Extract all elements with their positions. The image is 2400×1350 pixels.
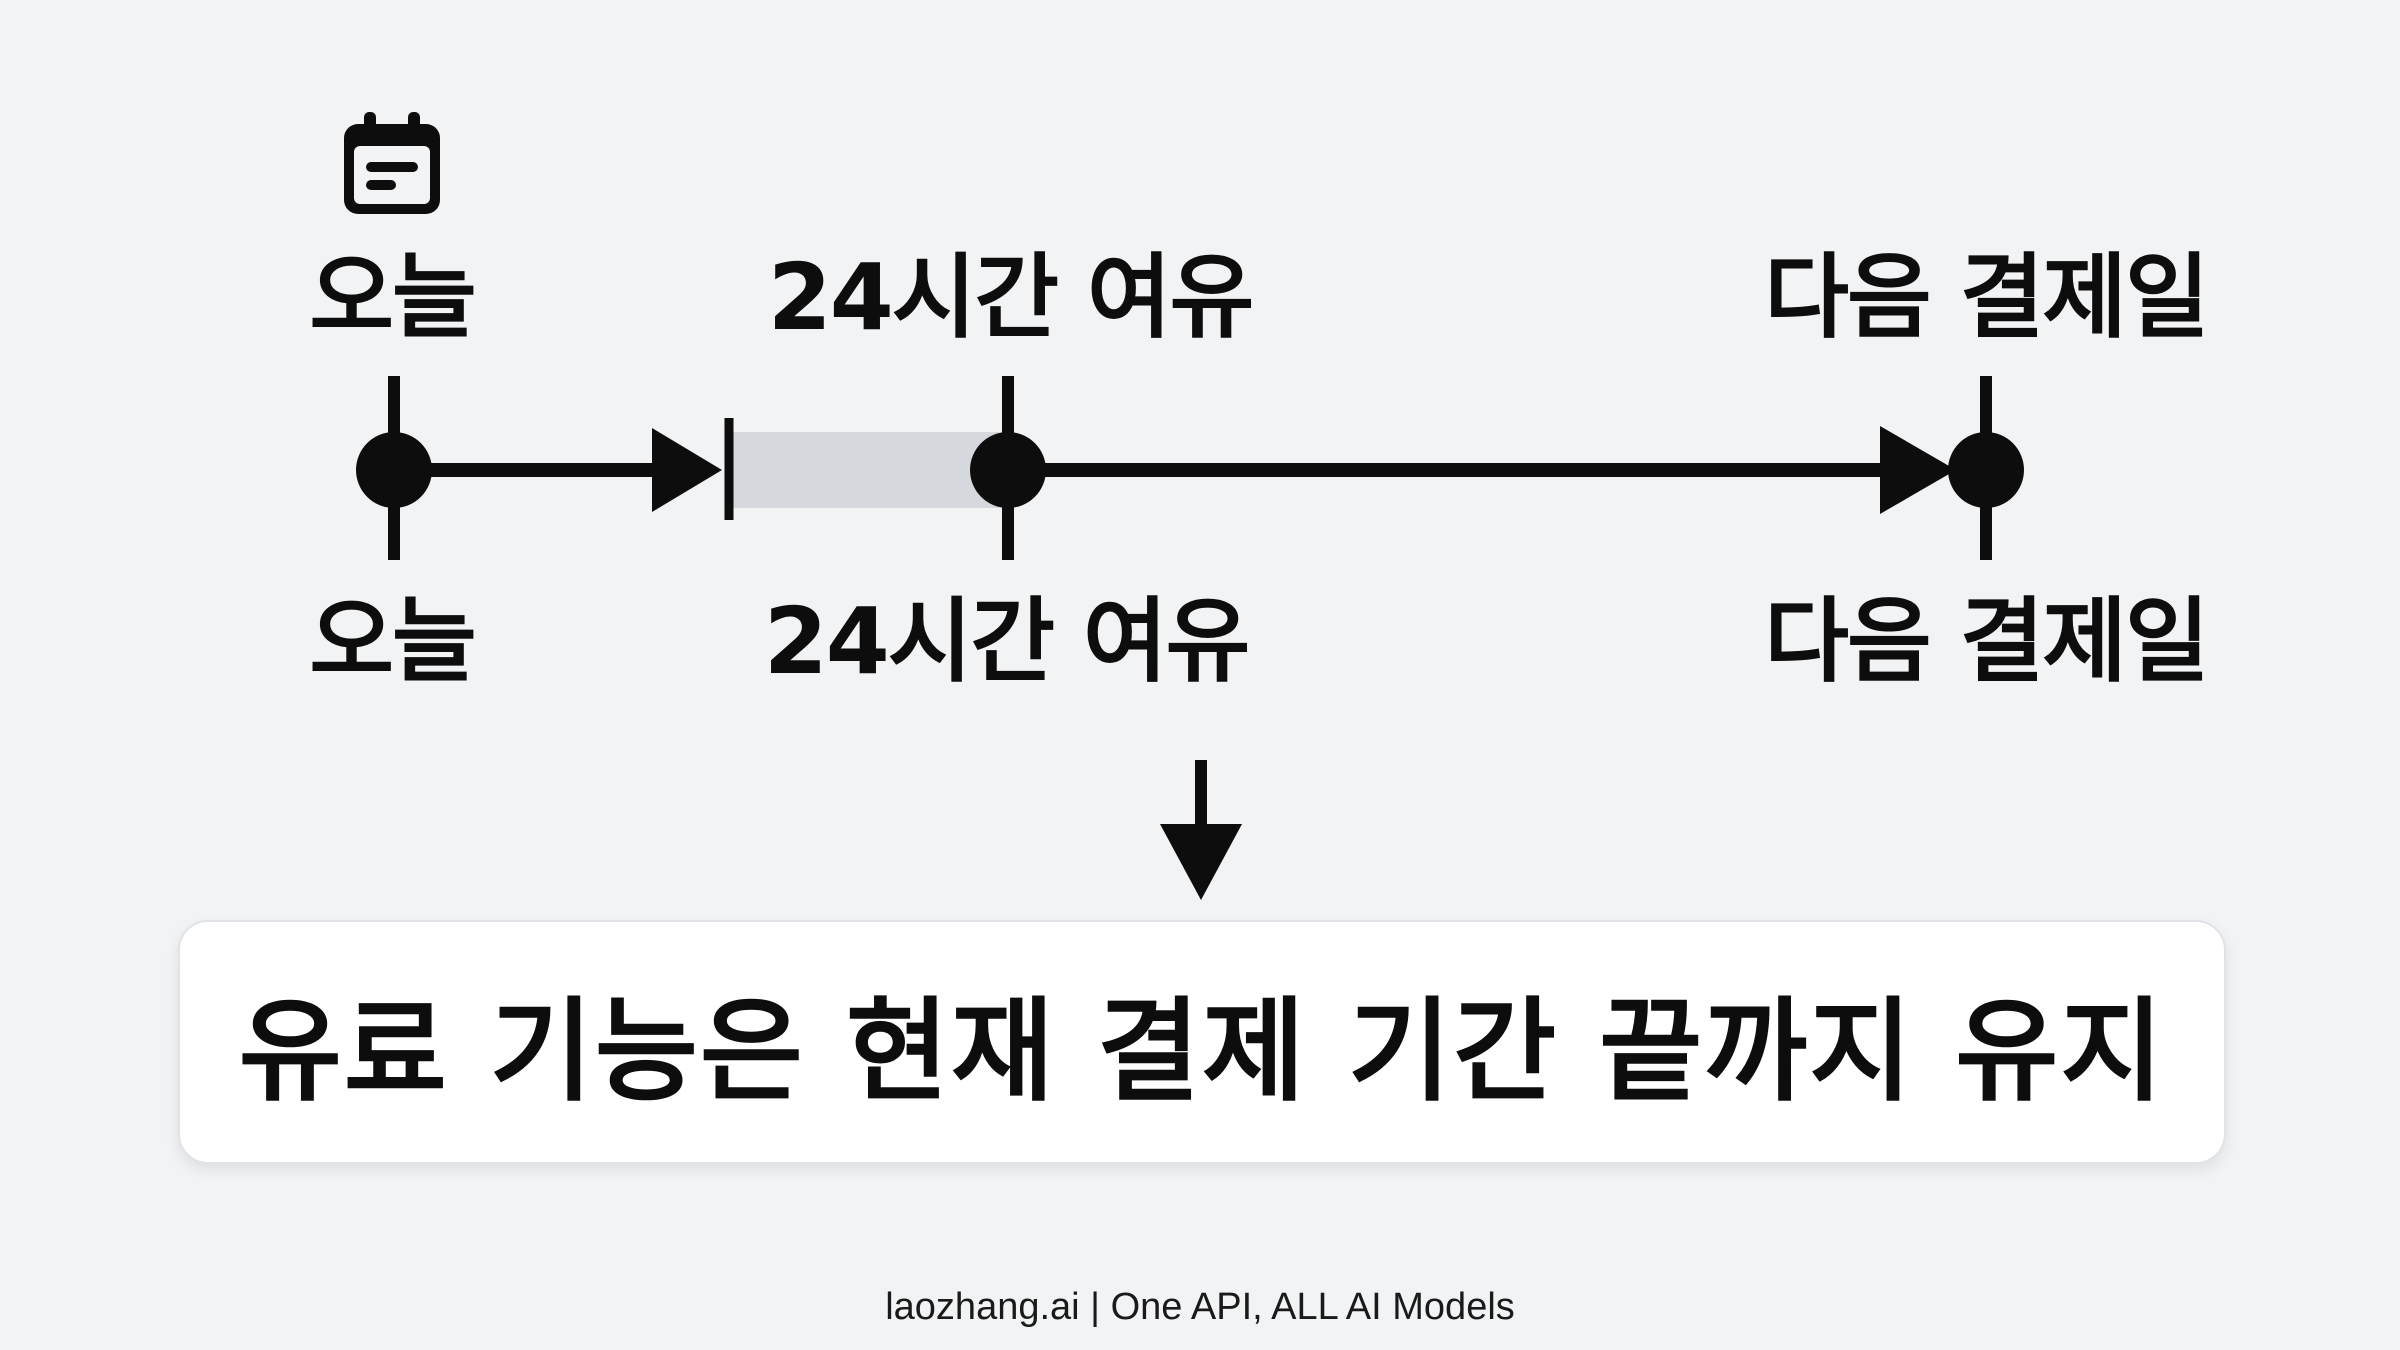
arrowhead-1 [652, 428, 722, 512]
node-grace-end [970, 432, 1046, 508]
label-next-billing-top: 다음 결제일 [1764, 244, 2209, 351]
label-today-bottom: 오늘 [309, 588, 476, 695]
label-grace-bottom: 24시간 여유 [763, 588, 1251, 695]
label-next-billing-bottom: 다음 결제일 [1764, 588, 2209, 695]
summary-card: 유료 기능은 현재 결제 기간 끝까지 유지 [178, 920, 2226, 1164]
label-today-top: 오늘 [309, 244, 476, 351]
calendar-icon [344, 112, 440, 214]
grace-period-band [730, 432, 1008, 508]
arrowhead-2 [1880, 426, 1956, 514]
summary-text: 유료 기능은 현재 결제 기간 끝까지 유지 [238, 987, 2166, 1117]
node-next-billing [1948, 432, 2024, 508]
node-today [356, 432, 432, 508]
label-grace-top: 24시간 여유 [767, 244, 1255, 351]
footer-credit: laozhang.ai | One API, ALL AI Models [885, 1286, 1515, 1328]
down-arrowhead [1160, 824, 1242, 900]
